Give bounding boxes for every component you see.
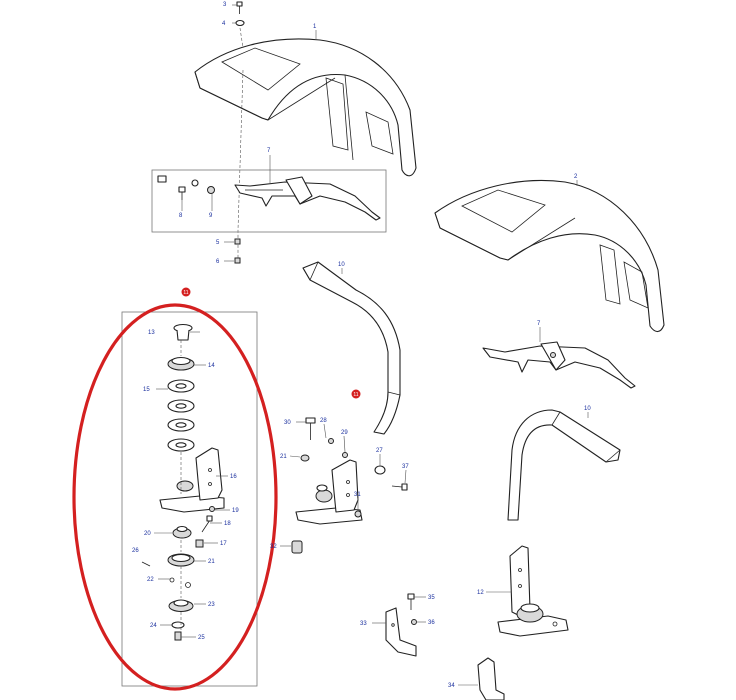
callout-22: 22 — [147, 577, 154, 583]
callout-8: 8 — [179, 213, 183, 219]
callout-16: 16 — [230, 474, 237, 480]
support-tube-10-right — [507, 409, 621, 521]
highlight-badge-2-label: 11 — [353, 392, 358, 398]
callout-26: 26 — [132, 548, 139, 554]
callout-21-mid: 21 — [280, 454, 287, 460]
nut-29 — [342, 452, 348, 458]
callout-15: 15 — [143, 387, 150, 393]
bracket-7-right — [482, 341, 636, 389]
nut-19 — [209, 506, 215, 512]
callout-33: 33 — [360, 621, 367, 627]
callout-23: 23 — [208, 602, 215, 608]
bolt-30 — [305, 417, 316, 440]
nut-9 — [191, 179, 215, 194]
callout-9: 9 — [209, 213, 213, 219]
callout-2: 2 — [574, 174, 578, 180]
callout-4: 4 — [222, 21, 226, 27]
fender-2 — [434, 179, 665, 333]
callout-25: 25 — [198, 635, 205, 641]
pivot-bracket-12 — [497, 545, 569, 637]
bracket-34 — [477, 657, 505, 700]
callout-30: 30 — [284, 420, 291, 426]
bearing-20 — [172, 525, 192, 539]
bolt-3 — [236, 1, 243, 14]
bracket-7-box — [151, 169, 387, 233]
bolt-35 — [407, 593, 415, 610]
callout-36: 36 — [428, 620, 435, 626]
support-tube-10 — [302, 261, 401, 435]
callout-18: 18 — [224, 521, 231, 527]
callout-17: 17 — [220, 541, 227, 547]
plug-17 — [195, 539, 204, 548]
nut-36 — [411, 619, 417, 625]
callout-29: 29 — [341, 430, 348, 436]
callout-20: 20 — [144, 531, 151, 537]
callout-27: 27 — [376, 448, 383, 454]
callout-31: 31 — [354, 492, 361, 498]
callout-10-right: 10 — [584, 406, 591, 412]
highlight-badge-2 — [351, 389, 361, 399]
screw-31 — [354, 510, 362, 518]
callout-7: 7 — [267, 148, 271, 154]
bolt-8 — [157, 175, 186, 200]
nut-28 — [328, 438, 334, 444]
callout-5: 5 — [216, 240, 220, 246]
callout-21: 21 — [208, 559, 215, 565]
seal-21 — [167, 553, 195, 567]
callout-19: 19 — [232, 508, 239, 514]
callout-32: 32 — [270, 544, 277, 550]
highlight-ellipse — [72, 303, 278, 691]
callout-35: 35 — [428, 595, 435, 601]
callout-10: 10 — [338, 262, 345, 268]
callout-37: 37 — [402, 464, 409, 470]
washer-21 — [300, 454, 310, 462]
pivot-bracket-middle — [295, 459, 363, 525]
grease-nipple-26 — [141, 561, 151, 567]
callout-6: 6 — [216, 259, 220, 265]
callout-28: 28 — [320, 418, 327, 424]
bolt-37 — [391, 483, 408, 491]
highlight-badge-label: 11 — [183, 290, 188, 296]
callouts: 3 4 1 2 7 8 9 5 6 10 7 10 13 14 15 16 19… — [132, 2, 591, 689]
leader-lines — [154, 4, 589, 686]
callout-1: 1 — [313, 24, 317, 30]
bracket-33 — [385, 607, 417, 657]
washer-27 — [374, 465, 386, 475]
washer-24 — [171, 621, 185, 629]
washer-6 — [234, 257, 241, 264]
bushing-32 — [291, 540, 303, 554]
cap-13 — [173, 323, 193, 341]
callout-13: 13 — [148, 330, 155, 336]
fender-1 — [194, 38, 417, 177]
bolt-18 — [201, 515, 213, 533]
ball-22 — [169, 577, 191, 588]
callout-7-right: 7 — [537, 321, 541, 327]
cup-23 — [168, 599, 194, 612]
bolt-25 — [174, 631, 182, 641]
nut-5 — [234, 238, 241, 245]
pivot-bracket-16 — [159, 447, 225, 513]
highlight-badge — [181, 287, 191, 297]
callout-3: 3 — [223, 2, 227, 8]
callout-12: 12 — [477, 590, 484, 596]
callout-34: 34 — [448, 683, 455, 689]
assembly-axis — [237, 27, 244, 262]
washers-15 — [167, 379, 195, 452]
washer-4 — [235, 19, 245, 27]
seal-14 — [167, 356, 195, 371]
bracket-7 — [234, 176, 381, 221]
callout-24: 24 — [150, 623, 157, 629]
callout-14: 14 — [208, 363, 215, 369]
